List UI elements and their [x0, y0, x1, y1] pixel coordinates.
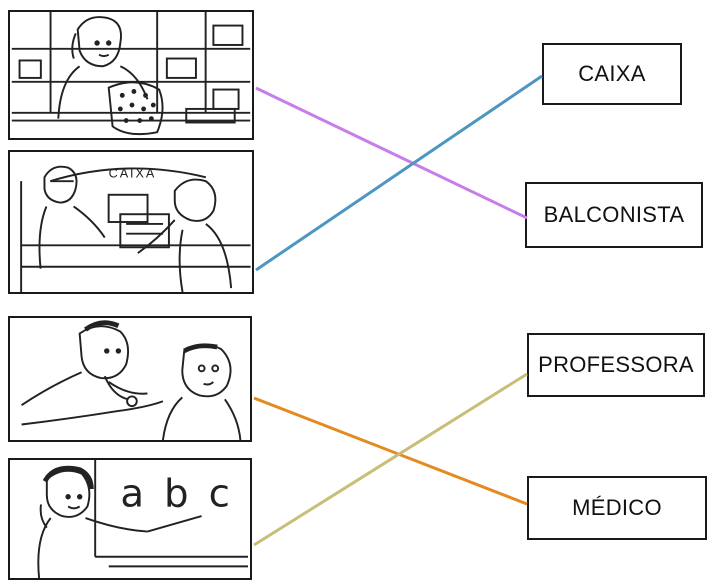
cashier-picture: CAIXA [8, 150, 254, 294]
blackboard-text: a b c [120, 471, 233, 516]
teacher-picture: a b c [8, 458, 252, 580]
link-doctor-medico [253, 396, 528, 506]
label-caixa[interactable]: CAIXA [542, 43, 682, 105]
label-balconista[interactable]: BALCONISTA [525, 182, 703, 248]
cashier-sign-text: CAIXA [109, 166, 157, 180]
label-medico[interactable]: MÉDICO [527, 476, 707, 540]
link-teacher-professora [253, 372, 528, 547]
link-cashier-caixa [255, 74, 543, 272]
label-professora[interactable]: PROFESSORA [527, 333, 705, 397]
clerk-picture [8, 10, 254, 140]
doctor-picture [8, 316, 252, 442]
link-clerk-balconista [255, 86, 528, 220]
